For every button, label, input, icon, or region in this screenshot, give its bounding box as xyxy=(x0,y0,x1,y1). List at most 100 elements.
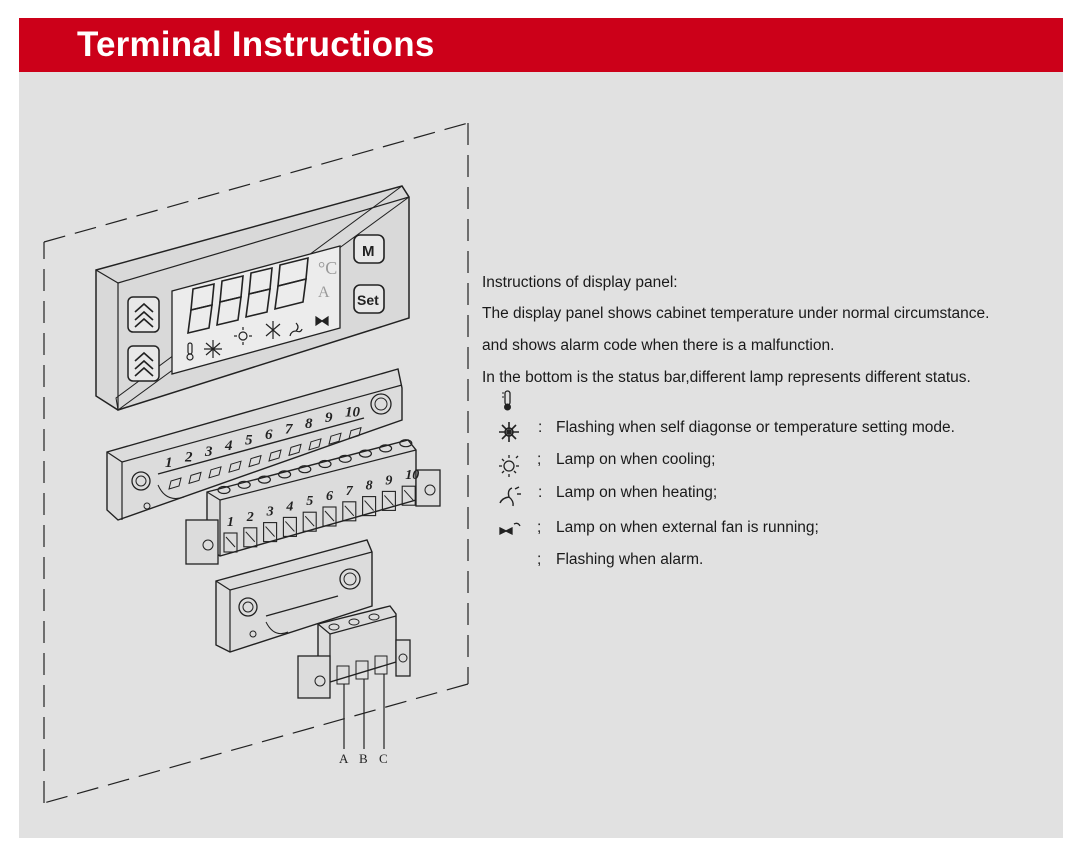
instructions-line-2: and shows alarm code when there is a mal… xyxy=(482,337,835,354)
plug-screw xyxy=(237,480,251,489)
plug-screw xyxy=(358,449,372,458)
plug-screw xyxy=(298,465,312,474)
down-button[interactable] xyxy=(127,345,160,382)
digit-4 xyxy=(274,256,309,311)
plug-terminal-number: 10 xyxy=(405,468,419,483)
upper-terminal-number: 8 xyxy=(305,416,313,432)
digit-1 xyxy=(187,282,215,335)
plug-slot xyxy=(362,496,377,517)
plug-screw xyxy=(399,439,413,448)
defrost-icon xyxy=(265,321,281,339)
plug-terminal-number: 3 xyxy=(266,505,274,520)
terminal-pin xyxy=(228,460,242,473)
snowflake-icon xyxy=(499,422,519,442)
lower-terminal-socket xyxy=(215,539,373,653)
display-window xyxy=(171,245,341,375)
plug-screw xyxy=(338,454,352,463)
terminal-pin xyxy=(208,466,222,479)
plug-terminal-number: 6 xyxy=(326,489,333,504)
plug-slot xyxy=(243,527,258,548)
upper-terminal-number: 10 xyxy=(345,405,361,421)
plug-slot xyxy=(223,532,238,553)
plug-screw xyxy=(257,475,271,484)
digit-2 xyxy=(216,274,244,327)
terminal-pin xyxy=(188,471,202,485)
plug-slot-wire xyxy=(285,521,295,532)
legend-text-cooling: Lamp on when cooling; xyxy=(556,451,716,468)
plug-slot-wire xyxy=(225,536,236,548)
svg-text:M: M xyxy=(362,243,375,260)
plug-slot-wire xyxy=(384,495,394,506)
plug-slot-wire xyxy=(344,505,355,517)
plug-slot-wire xyxy=(364,500,374,511)
plug-slot-wire xyxy=(324,510,335,522)
alarm-icon xyxy=(315,315,329,327)
plug-slot xyxy=(263,522,278,543)
plug-slot-wire xyxy=(403,489,414,501)
plug-terminal-number: 2 xyxy=(246,510,254,525)
plug-slot-wire xyxy=(265,526,275,537)
thermometer-icon xyxy=(186,342,194,361)
upper-terminal-number: 1 xyxy=(165,455,173,471)
legend-colon: ; xyxy=(537,451,542,468)
plug-slots xyxy=(223,485,416,553)
terminal-pin xyxy=(288,443,302,457)
plug-slot xyxy=(342,501,357,522)
sun-icon xyxy=(234,327,252,345)
page-title: Terminal Instructions xyxy=(77,25,435,64)
terminal-pin xyxy=(248,454,262,468)
upper-terminal-number: 9 xyxy=(325,410,333,426)
terminal-pin xyxy=(328,432,342,445)
plug-screw xyxy=(278,470,292,479)
upper-terminal-number: 6 xyxy=(265,427,273,443)
unit-ampere: A xyxy=(318,284,330,301)
plug-slot-wire xyxy=(245,531,256,543)
plug-screws xyxy=(217,439,413,495)
terminal-pin xyxy=(308,438,322,451)
display-housing xyxy=(95,185,410,411)
plug-slot xyxy=(282,516,297,537)
plug-screw xyxy=(379,444,393,453)
mounting-outline xyxy=(43,122,469,804)
legend-text-self-diagnose: Flashing when self diagonse or temperatu… xyxy=(556,419,955,436)
header-bar: Terminal Instructions xyxy=(19,18,1063,72)
legend-colon: ; xyxy=(537,519,542,536)
plug-screw xyxy=(318,459,332,469)
terminal-label-b: B xyxy=(359,751,368,766)
plug-slot-wire xyxy=(304,515,315,527)
up-button[interactable] xyxy=(127,296,160,333)
plug-terminal-number: 9 xyxy=(385,473,392,488)
seven-segment-digits xyxy=(187,256,309,335)
upper-terminal-number: 2 xyxy=(184,449,193,465)
sun-icon xyxy=(499,455,519,477)
plug-slot xyxy=(381,490,396,511)
upper-terminal-number: 5 xyxy=(245,433,253,449)
fan-icon xyxy=(499,486,521,507)
upper-terminal-number: 3 xyxy=(204,444,213,460)
plug-slot xyxy=(401,485,416,506)
snowflake-icon xyxy=(204,340,222,358)
plug-terminal-number: 4 xyxy=(285,499,293,514)
plug-screw xyxy=(217,485,231,495)
svg-text:Set: Set xyxy=(357,292,379,308)
three-pin-plug: A B C xyxy=(297,605,411,766)
plug-terminal-number: 5 xyxy=(306,494,313,509)
external-fan-icon xyxy=(499,522,521,536)
status-bar xyxy=(186,315,329,361)
legend-colon: : xyxy=(538,484,543,501)
terminal-pin xyxy=(268,449,282,462)
instructions-line-1: The display panel shows cabinet temperat… xyxy=(482,305,990,322)
terminal-pin xyxy=(348,426,362,440)
set-button[interactable]: Set xyxy=(353,284,385,314)
terminal-pin xyxy=(168,477,182,490)
upper-terminal-number: 7 xyxy=(285,421,293,437)
instructions-heading: Instructions of display panel: xyxy=(482,274,678,291)
plug-terminal-number: 8 xyxy=(366,479,373,494)
legend-text-external-fan: Lamp on when external fan is running; xyxy=(556,519,819,536)
m-button[interactable]: M xyxy=(353,234,385,264)
digit-3 xyxy=(245,266,273,319)
